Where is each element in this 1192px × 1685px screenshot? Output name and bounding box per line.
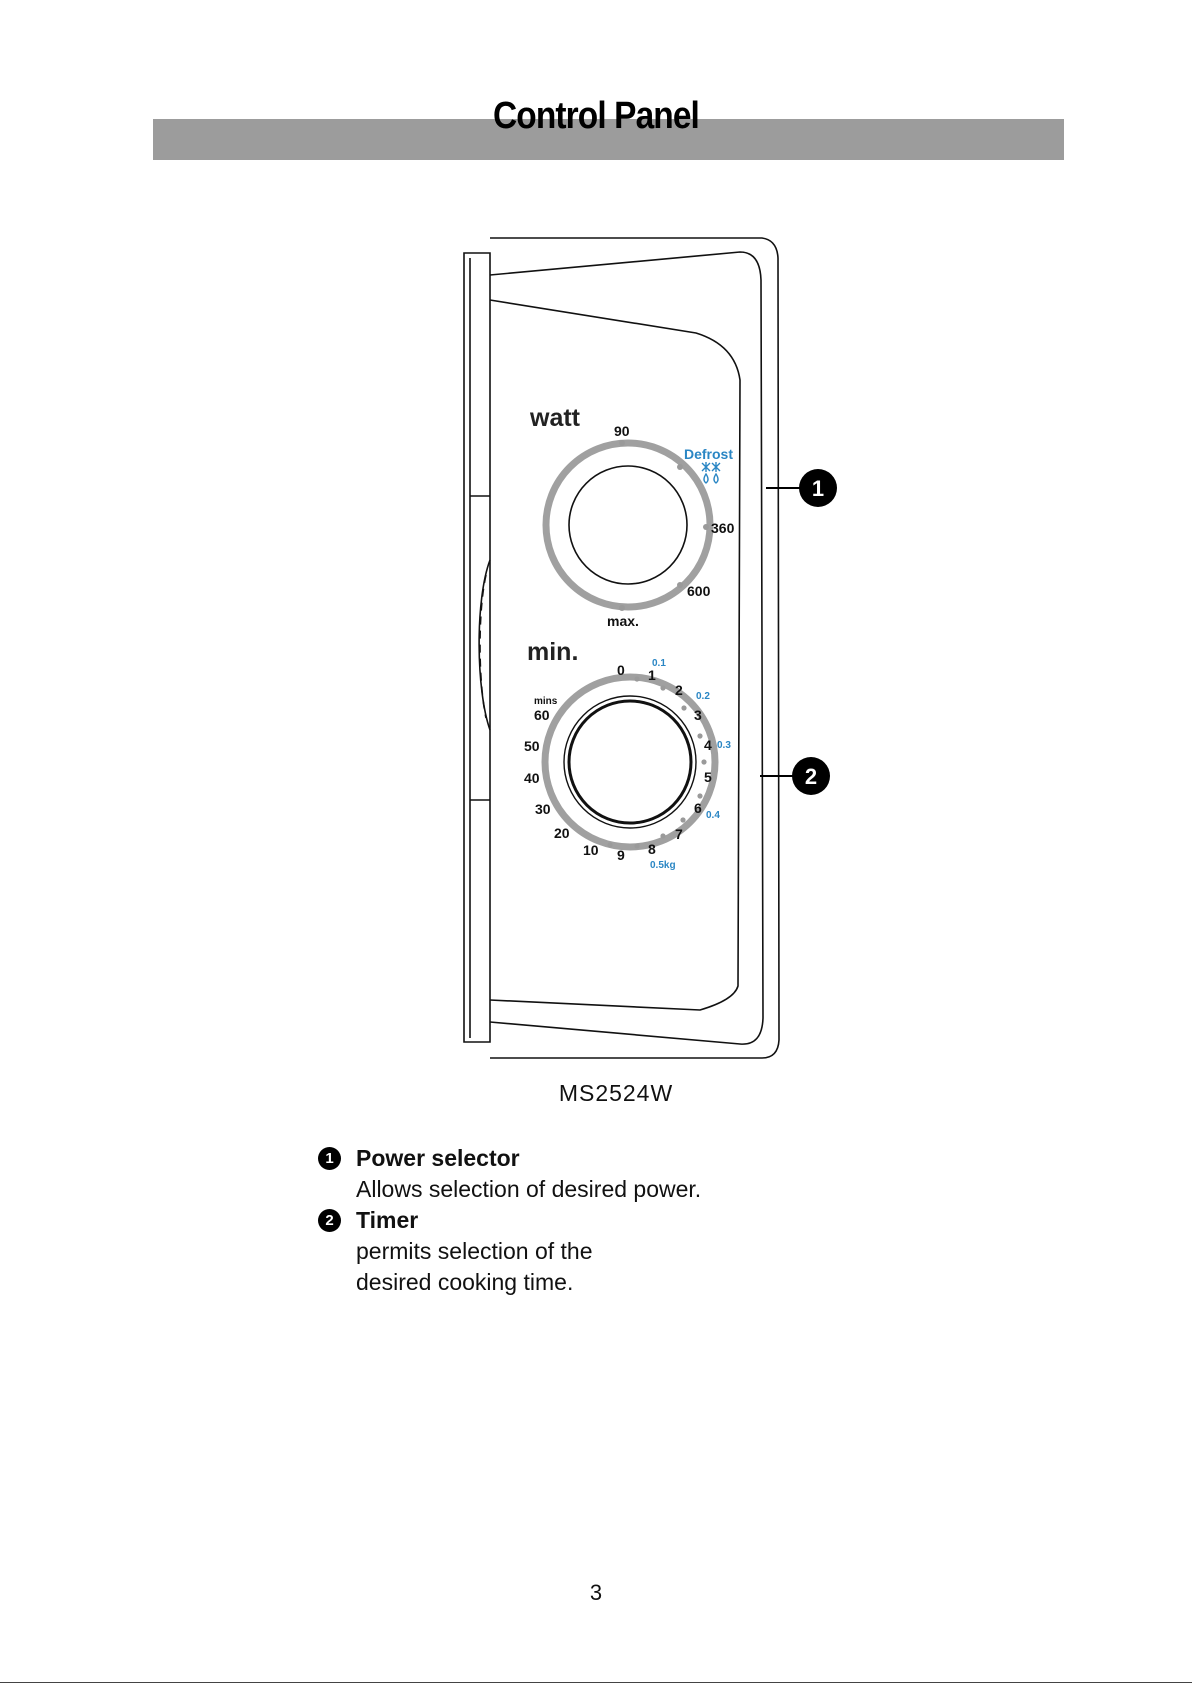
timer-tick-3: 3 (694, 707, 702, 723)
legend-title: Timer (356, 1205, 918, 1236)
legend-description: desired cooking time. (356, 1267, 918, 1298)
power-dial-label: watt (529, 404, 581, 432)
legend-title: Power selector (356, 1143, 918, 1174)
timer-tick-0: 0 (617, 662, 625, 678)
callout-1: 1 (812, 476, 824, 501)
legend-item-timer: 2 Timer permits selection of the desired… (318, 1205, 918, 1298)
power-tick-90: 90 (614, 423, 630, 439)
timer-tick-5: 5 (704, 769, 712, 785)
bottom-divider (0, 1682, 1192, 1683)
model-number: MS2524W (0, 1080, 1192, 1107)
weight-tick-0-5kg: 0.5kg (650, 860, 676, 871)
power-tick-360: 360 (711, 520, 735, 536)
timer-tick-9: 9 (617, 847, 625, 863)
timer-tick-40: 40 (524, 770, 540, 786)
timer-tick-1: 1 (648, 667, 656, 683)
power-tick-max: max. (607, 613, 639, 629)
timer-dial-label: min. (527, 638, 578, 666)
page-number: 3 (0, 1580, 1192, 1606)
timer-tick-4: 4 (704, 737, 712, 753)
timer-tick-7: 7 (675, 826, 683, 842)
legend-list: 1 Power selector Allows selection of des… (318, 1143, 918, 1298)
power-tick-defrost: Defrost (684, 446, 733, 462)
timer-tick-10: 10 (583, 842, 599, 858)
timer-tick-8: 8 (648, 841, 656, 857)
defrost-icon (702, 462, 720, 483)
legend-description: permits selection of the (356, 1236, 918, 1267)
weight-tick-0-2: 0.2 (696, 691, 710, 702)
timer-tick-20: 20 (554, 825, 570, 841)
weight-tick-0-4: 0.4 (706, 810, 720, 821)
legend-number-2: 2 (318, 1209, 341, 1232)
weight-tick-0-1: 0.1 (652, 658, 666, 669)
timer-tick-30: 30 (535, 801, 551, 817)
timer-tick-6: 6 (694, 800, 702, 816)
weight-tick-0-3: 0.3 (717, 740, 731, 751)
legend-description: Allows selection of desired power. (356, 1174, 918, 1205)
legend-number-1: 1 (318, 1147, 341, 1170)
power-tick-600: 600 (687, 583, 711, 599)
control-panel-illustration: watt 90 Defrost 360 600 max. min. mins 0… (0, 0, 1192, 1080)
timer-tick-60: 60 (534, 707, 550, 723)
legend-item-power-selector: 1 Power selector Allows selection of des… (318, 1143, 918, 1205)
callout-2: 2 (805, 764, 817, 789)
timer-tick-50: 50 (524, 738, 540, 754)
timer-tick-2: 2 (675, 682, 683, 698)
timer-unit-label: mins (534, 696, 558, 707)
